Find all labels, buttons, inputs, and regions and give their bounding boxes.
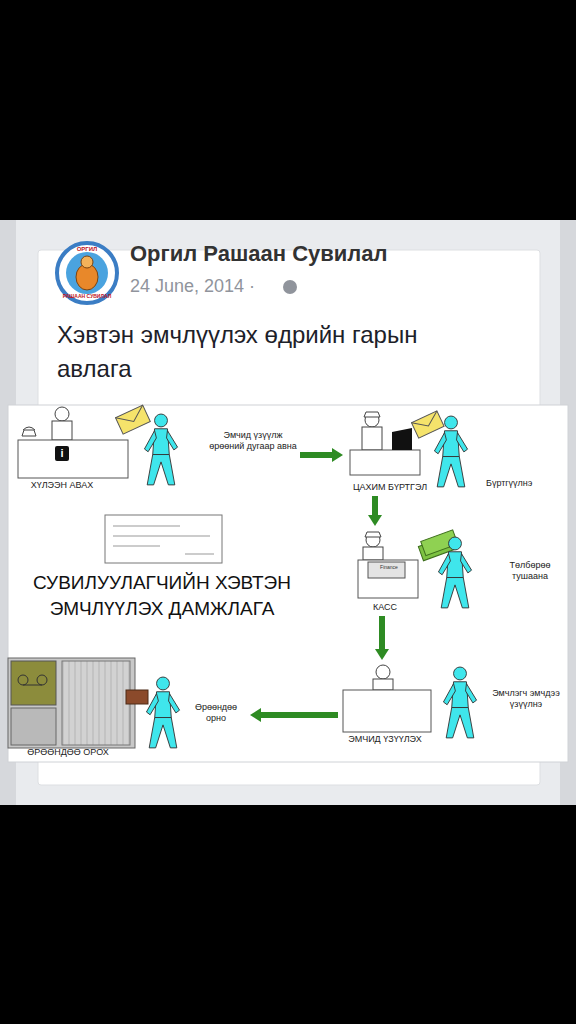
station: ӨРӨӨНДӨӨ ОРОХ — [8, 655, 248, 759]
flow-arrow — [375, 616, 389, 660]
station-caption: ЦАХИМ БҮРТГЭЛ — [353, 482, 427, 492]
registration — [350, 411, 468, 487]
label: Эмчлэгч эмчдээ үзүүлнэ — [484, 688, 568, 710]
label: Бүртгүүлнэ — [486, 478, 558, 489]
station: КАСС — [355, 528, 485, 614]
station-caption: ӨРӨӨНДӨӨ ОРОХ — [27, 747, 109, 757]
label: Finance — [369, 564, 409, 570]
label: Өрөөндөө орно — [188, 702, 244, 724]
flow-arrow — [250, 708, 338, 722]
label: 24 June, 2014 · — [130, 276, 255, 298]
doctor — [343, 665, 477, 738]
label: i — [55, 447, 69, 460]
logo — [57, 243, 117, 303]
label: Төлбөрөө тушаана — [498, 560, 562, 582]
edge-label: Эмчид үзүүлж өрөөний дугаар авна — [206, 430, 300, 452]
station: ХҮЛЭЭН АВАХ — [8, 408, 298, 492]
label: Оргил Рашаан Сувилал — [130, 241, 530, 267]
cheque — [105, 515, 222, 563]
globe-icon — [283, 280, 297, 294]
station: ЦАХИМ БҮРТГЭЛ — [345, 408, 475, 494]
label: ОРГИЛ — [70, 246, 104, 253]
reception — [18, 405, 178, 485]
flow-arrow — [368, 496, 382, 526]
flow-arrow — [300, 448, 343, 462]
station-caption: КАСС — [373, 602, 397, 612]
station: ЭМЧИД ҮЗҮҮЛЭХ — [340, 662, 475, 746]
station-caption: ЭМЧИД ҮЗҮҮЛЭХ — [348, 734, 421, 744]
station-caption: ХҮЛЭЭН АВАХ — [31, 480, 94, 490]
label: Хэвтэн эмчлүүлэх өдрийн гарын авлага — [57, 318, 497, 386]
label: РАШААН СУВИЛАЛ — [58, 293, 116, 299]
room — [8, 658, 180, 748]
cashier — [358, 530, 472, 608]
diagram-title: СУВИЛУУЛАГЧИЙН ХЭВТЭН ЭМЧЛҮҮЛЭХ ДАМЖЛАГА — [6, 570, 318, 622]
